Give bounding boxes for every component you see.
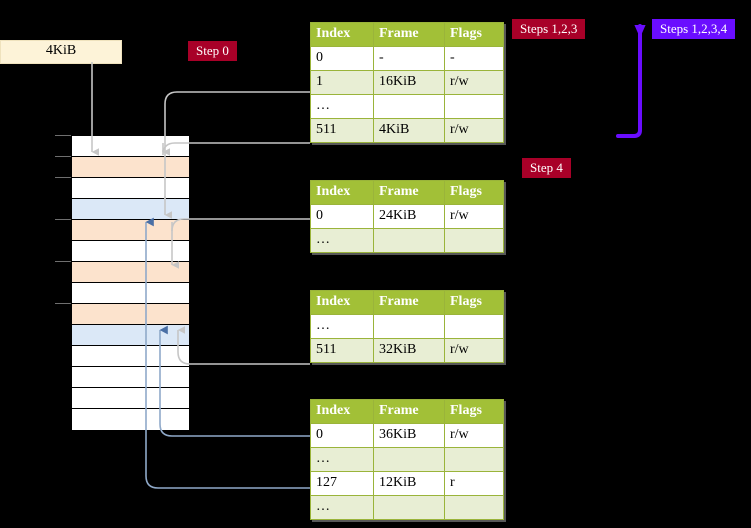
memory-frame-4 <box>72 220 189 241</box>
memory-tick-2 <box>55 177 71 178</box>
connector-pml4-row1 <box>164 91 310 219</box>
memory-frame-3 <box>72 199 189 220</box>
memory-tick-1 <box>55 156 71 157</box>
connector-pd-to-memory <box>177 326 310 365</box>
source-frame-label: 4KiB <box>45 43 77 58</box>
memory-frame-1 <box>72 157 189 178</box>
badge-steps-123: Steps 1,2,3 <box>512 19 586 39</box>
column-header-frame: Frame <box>373 290 445 315</box>
cell-frame: 4KiB <box>373 118 445 143</box>
connector-pml4-to-memory <box>162 142 310 156</box>
cell-frame: 36KiB <box>373 423 445 448</box>
cell-flags <box>444 495 504 520</box>
cell-frame: 12KiB <box>373 471 445 496</box>
cell-frame: 16KiB <box>373 70 445 95</box>
cell-index: 1 <box>310 70 374 95</box>
column-header-flags: Flags <box>444 399 504 424</box>
column-header-index: Index <box>310 290 374 315</box>
cell-flags: - <box>444 46 504 71</box>
column-header-frame: Frame <box>373 180 445 205</box>
table-row: … <box>310 495 504 520</box>
table-row: … <box>310 314 504 339</box>
column-header-index: Index <box>310 22 374 47</box>
cell-flags: r/w <box>444 423 504 448</box>
memory-tick-6 <box>55 261 71 262</box>
badge-step-4: Step 4 <box>522 158 571 178</box>
cell-flags: r/w <box>444 338 504 363</box>
memory-tick-8 <box>55 303 71 304</box>
cell-flags <box>444 94 504 119</box>
memory-frame-5 <box>72 241 189 262</box>
cell-frame: 24KiB <box>373 204 445 229</box>
column-header-frame: Frame <box>373 399 445 424</box>
cell-index: … <box>310 495 374 520</box>
cell-flags: r <box>444 471 504 496</box>
cell-flags: r/w <box>444 204 504 229</box>
badge-steps-1234: Steps 1,2,3,4 <box>652 19 736 39</box>
memory-frame-6 <box>72 262 189 283</box>
connector-pt-row0-to-memory <box>159 325 310 437</box>
cell-frame <box>373 447 445 472</box>
cell-flags <box>444 314 504 339</box>
badge-step-0: Step 0 <box>188 41 237 61</box>
cell-index: 511 <box>310 118 374 143</box>
cell-index: … <box>310 228 374 253</box>
source-frame-box: 4KiB <box>0 40 122 64</box>
connector-pt-row127-to-memory <box>145 217 310 489</box>
cell-flags: r/w <box>444 118 504 143</box>
cell-flags <box>444 228 504 253</box>
column-header-frame: Frame <box>373 22 445 47</box>
cell-flags <box>444 447 504 472</box>
table-row: … <box>310 228 504 253</box>
memory-tick-4 <box>55 219 71 220</box>
steps-1234-bracket-arrow <box>616 24 646 138</box>
memory-frame-8 <box>72 304 189 325</box>
connector-pdpt-to-memory <box>171 218 310 269</box>
cell-frame: 32KiB <box>373 338 445 363</box>
column-header-flags: Flags <box>444 22 504 47</box>
memory-tick-0 <box>55 135 71 136</box>
column-header-flags: Flags <box>444 290 504 315</box>
memory-frame-0 <box>72 136 189 157</box>
column-header-index: Index <box>310 399 374 424</box>
memory-frame-2 <box>72 178 189 199</box>
memory-frame-7 <box>72 283 189 304</box>
cell-flags: r/w <box>444 70 504 95</box>
cell-index: … <box>310 314 374 339</box>
table-row: … <box>310 94 504 119</box>
cell-index: 511 <box>310 338 374 363</box>
table-row: … <box>310 447 504 472</box>
